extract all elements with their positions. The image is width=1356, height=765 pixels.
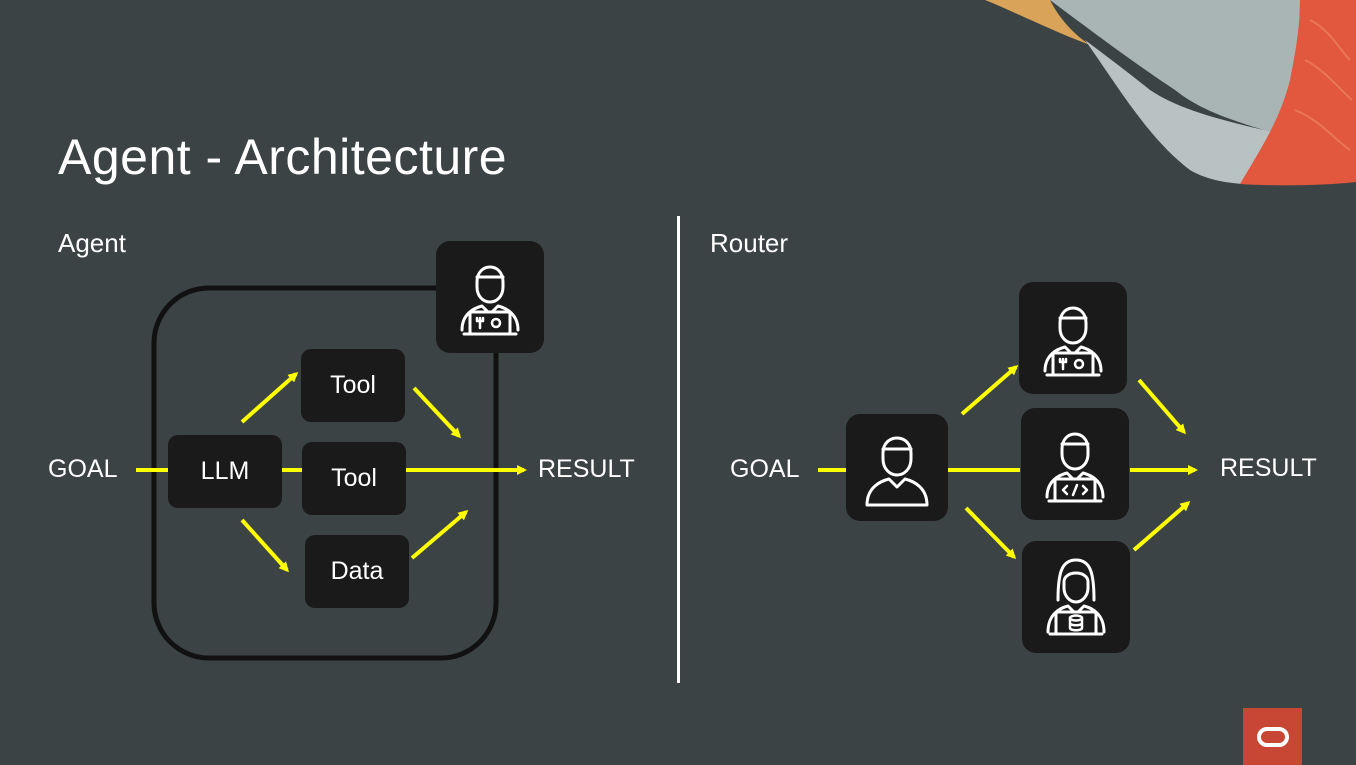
tool-box-top: Tool bbox=[301, 349, 405, 422]
router-agent-database-box bbox=[1022, 541, 1130, 653]
developer-code-icon bbox=[1045, 432, 1105, 503]
agent-icon-box bbox=[436, 241, 544, 353]
arrow-llm-tool-top bbox=[240, 372, 299, 424]
arrow-data-result bbox=[410, 510, 469, 560]
router-result-label: RESULT bbox=[1220, 454, 1317, 482]
router-agent-code-box bbox=[1021, 408, 1129, 520]
arrow-agent1-result bbox=[1137, 378, 1186, 435]
tool-box-middle: Tool bbox=[302, 442, 406, 515]
arrow-router-top bbox=[960, 365, 1019, 416]
section-divider bbox=[677, 216, 680, 683]
agent-result-label: RESULT bbox=[538, 455, 635, 483]
arrow-router-bottom bbox=[964, 506, 1017, 560]
agent-section-label: Agent bbox=[58, 228, 126, 258]
arrow-llm-data bbox=[240, 518, 290, 573]
page-title: Agent - Architecture bbox=[58, 129, 508, 185]
user-icon bbox=[865, 436, 929, 506]
agent-container bbox=[151, 285, 499, 661]
oracle-logo-icon bbox=[1256, 726, 1289, 747]
router-goal-label: GOAL bbox=[730, 455, 800, 483]
llm-box: LLM bbox=[168, 435, 282, 508]
agent-goal-label: GOAL bbox=[48, 455, 118, 483]
arrow-tool-top-result bbox=[412, 386, 462, 439]
data-box: Data bbox=[305, 535, 409, 608]
router-icon-box bbox=[846, 414, 948, 521]
developer-tools-icon bbox=[1043, 306, 1103, 377]
developer-tools-icon bbox=[460, 265, 520, 336]
developer-database-icon bbox=[1046, 558, 1106, 636]
brand-logo bbox=[1243, 708, 1302, 765]
arrow-agent3-result bbox=[1132, 501, 1191, 552]
router-section-label: Router bbox=[710, 228, 789, 258]
router-agent-tools-box bbox=[1019, 282, 1127, 394]
